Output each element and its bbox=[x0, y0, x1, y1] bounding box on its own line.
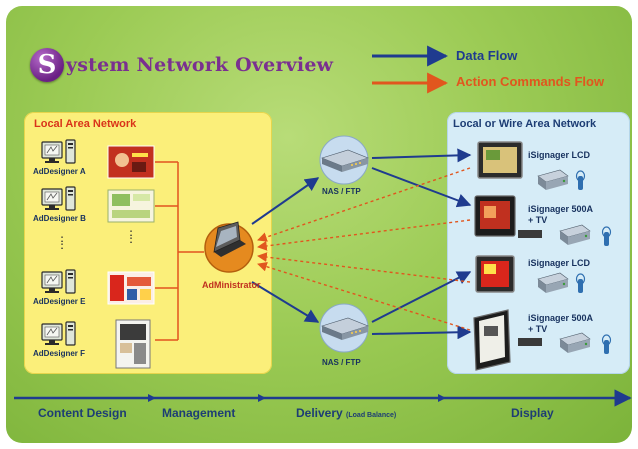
antenna-4-icon bbox=[601, 334, 612, 355]
workstation-e-icon bbox=[41, 269, 76, 294]
designer-b-label: AdDesigner B bbox=[33, 214, 86, 223]
antenna-1-icon bbox=[575, 170, 586, 191]
designer-ellipsis-2: :: bbox=[129, 228, 133, 246]
ad-thumbnail-a-icon bbox=[107, 145, 155, 179]
tv-box-1-icon bbox=[518, 230, 542, 238]
ad-thumbnail-f-icon bbox=[115, 319, 151, 369]
workstation-b-icon bbox=[41, 186, 76, 211]
administrator-label: AdMinistrator bbox=[202, 280, 261, 290]
player-3-icon bbox=[537, 272, 569, 294]
product-2-label: iSignager 500A+ TV bbox=[528, 204, 594, 225]
stage-management: Management bbox=[162, 406, 236, 420]
lan-connector-lines bbox=[155, 161, 204, 341]
nas-bottom-icon bbox=[319, 303, 369, 353]
nas-bottom-label: NAS / FTP bbox=[322, 358, 361, 367]
wan-panel-title: Local or Wire Area Network bbox=[453, 118, 597, 130]
tv-box-2-icon bbox=[518, 338, 542, 346]
workstation-a-icon bbox=[41, 139, 76, 164]
tv-display-2-icon bbox=[473, 309, 511, 371]
player-1-icon bbox=[537, 169, 569, 191]
legend-action-flow-label: Action Commands Flow bbox=[456, 74, 605, 89]
antenna-3-icon bbox=[575, 273, 586, 294]
diagram-title: S ystem Network Overview bbox=[30, 48, 333, 82]
lcd-display-2-icon bbox=[475, 255, 515, 293]
product-1-label: iSignager LCD bbox=[528, 150, 591, 160]
nas-top-label: NAS / FTP bbox=[322, 187, 361, 196]
stage-delivery-note: (Load Balance) bbox=[346, 412, 397, 419]
player-2-icon bbox=[559, 224, 591, 246]
tv-display-1-icon bbox=[474, 195, 516, 237]
action-command-arrows bbox=[257, 167, 471, 331]
designer-ellipsis-1: :: bbox=[60, 234, 64, 252]
nas-top-icon bbox=[319, 135, 369, 185]
designer-f-label: AdDesigner F bbox=[33, 349, 86, 358]
antenna-2-icon bbox=[601, 226, 612, 247]
stage-display: Display bbox=[511, 406, 554, 420]
lcd-display-1-icon bbox=[477, 141, 523, 179]
designer-e-label: AdDesigner E bbox=[33, 297, 86, 306]
administrator-laptop-icon bbox=[204, 221, 254, 273]
workstation-f-icon bbox=[41, 321, 76, 346]
stage-timeline-markers bbox=[148, 394, 446, 402]
ad-thumbnail-e-icon bbox=[107, 271, 155, 305]
lan-panel-title: Local Area Network bbox=[34, 118, 137, 130]
ad-thumbnail-b-icon bbox=[107, 189, 155, 223]
stage-content-design: Content Design bbox=[38, 406, 127, 420]
player-4-icon bbox=[559, 332, 591, 354]
product-4-label: iSignager 500A+ TV bbox=[528, 313, 594, 334]
title-text: ystem Network Overview bbox=[66, 54, 334, 76]
data-flow-arrows bbox=[251, 148, 472, 340]
designer-a-label: AdDesigner A bbox=[33, 167, 86, 176]
product-3-label: iSignager LCD bbox=[528, 258, 591, 268]
stage-delivery: Delivery (Load Balance) bbox=[296, 406, 397, 420]
title-initial-badge: S bbox=[30, 48, 64, 82]
legend-data-flow-label: Data Flow bbox=[456, 48, 518, 63]
